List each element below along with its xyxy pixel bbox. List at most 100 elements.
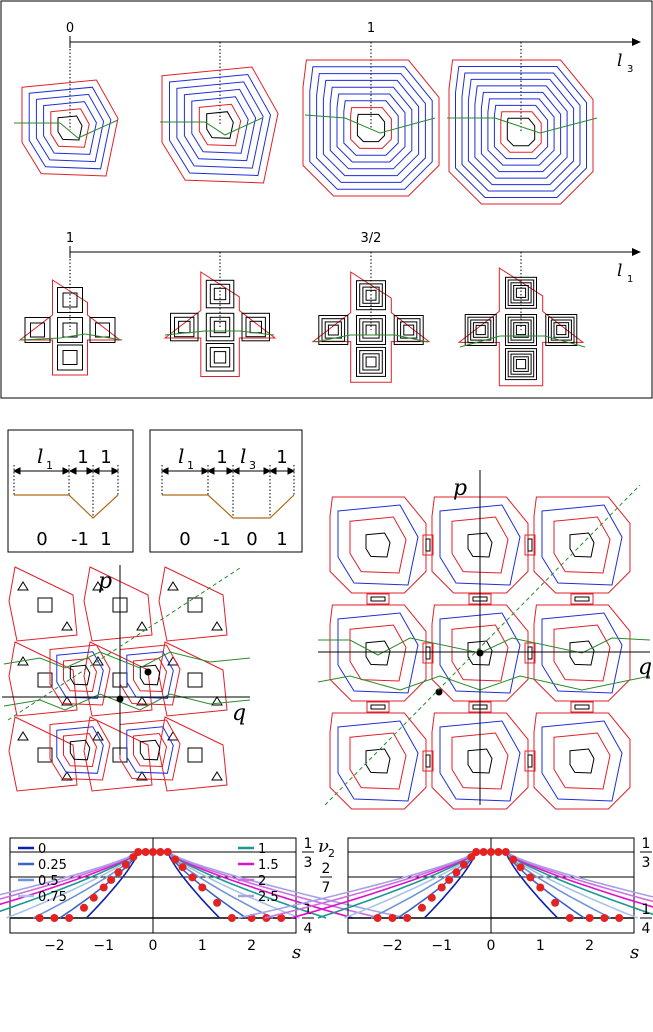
chart2-xtick-4: 2 <box>585 938 594 954</box>
lattice-right-link-h-0-1 <box>367 702 389 712</box>
chart2-point-3 <box>418 904 426 912</box>
l3-shape-1-ring-4 <box>51 109 89 147</box>
chart1-ytick-right-num-0: 1 <box>304 836 313 852</box>
l3-shape-1 <box>22 80 118 176</box>
lattice-right-cell-inner-0-1 <box>350 625 406 681</box>
chart2-point-7 <box>453 868 461 876</box>
chart2-point-15 <box>509 856 517 864</box>
inset-left-seg-1b: 1 <box>100 447 111 468</box>
chart1-point-15 <box>171 856 179 864</box>
axis-l1-arrow <box>632 248 641 256</box>
chart1-legend-label-6: 2 <box>258 874 266 889</box>
l1-shape-1-block-2-0 <box>58 345 83 370</box>
chart1-point-8 <box>122 861 130 869</box>
l1-shape-2-block-2-1 <box>210 348 229 367</box>
l1-shape-4-block-2-3 <box>514 357 529 372</box>
lattice-right-cell-inner-0-2 <box>350 733 406 789</box>
chart1-point-0 <box>36 914 44 922</box>
chart1-point-2 <box>65 914 73 922</box>
chart1-legend-label-7: 2.5 <box>258 890 279 905</box>
chart2-point-6 <box>445 876 453 884</box>
inset-right-val-2: 0 <box>246 529 257 550</box>
lattice-right-link-v-core-1-0 <box>528 539 532 551</box>
inset-left-seg-1a: 1 <box>77 447 88 468</box>
chart2-point-4 <box>428 894 436 902</box>
chart2-xtick-3: 1 <box>536 938 545 954</box>
inset-left-val-0: 0 <box>36 529 47 550</box>
inset-right-seg-l3: l <box>240 444 246 468</box>
chart1-point-1 <box>50 914 58 922</box>
inset-left: l 1 1 1 0 -1 1 <box>8 430 133 552</box>
chart2-ytick-right-den-1: 4 <box>642 921 651 937</box>
chart1-xtick-3: 1 <box>198 938 207 954</box>
chart1-legend-label-4: 1 <box>258 842 266 857</box>
axis-l3-tick-label-0: 0 <box>66 21 74 36</box>
chart2-ytick-left-num: 2 <box>322 861 331 877</box>
inset-left-seg-l: l <box>37 444 43 468</box>
chart2-point-5 <box>438 884 446 892</box>
l1-shape-2-block-2-2 <box>214 352 225 363</box>
lattice-left-tri-a-2-0 <box>168 582 178 590</box>
lattice-left-tri-a-0-2 <box>18 732 28 740</box>
chart1-xtick-4: 2 <box>247 938 256 954</box>
chart2-ytick-right-num-1: 1 <box>642 902 651 918</box>
lattice-right-q-label: q <box>638 655 652 680</box>
chart1-point-11 <box>142 848 150 856</box>
l1-shape-3 <box>313 272 429 382</box>
inset-right-val-0: 0 <box>179 529 190 550</box>
lattice-right-link-h-core-0-0 <box>371 597 385 601</box>
lattice-left-square-2-1 <box>188 673 202 687</box>
inset-left-val-1: -1 <box>71 529 89 550</box>
chart1-point-7 <box>115 868 123 876</box>
l1-shape-3-outline <box>313 272 429 382</box>
lattice-right <box>318 497 650 809</box>
chart2-point-22 <box>600 914 608 922</box>
chart1-legend-label-1: 0.25 <box>38 858 67 873</box>
chart2-point-8 <box>460 861 468 869</box>
inset-right-seg-l1-sub: 1 <box>187 459 194 472</box>
chart-nu1: −2−1012sν127131400.250.50.7511.522.5 <box>0 836 406 963</box>
axis-l3-arrow <box>632 38 641 46</box>
chart2-xtick-2: 0 <box>487 938 496 954</box>
lattice-right-link-v-core-0-0 <box>426 539 430 551</box>
chart1-point-20 <box>228 914 236 922</box>
chart1-ytick-right-den-0: 3 <box>304 855 313 871</box>
lattice-left-p-label: p <box>98 569 112 594</box>
lattice-right-cell-core-2-2 <box>570 749 594 773</box>
l3-shape-1-ring-2 <box>36 94 103 161</box>
chart2-point-1 <box>388 914 396 922</box>
chart2-point-19 <box>551 899 559 907</box>
lattice-left-big-1-ring-0 <box>50 645 110 705</box>
lattice-right-link-h-0-0 <box>367 594 389 604</box>
lattice-right-cell-outer-0-1 <box>330 605 426 701</box>
lattice-right-cell-outer-0-0 <box>330 497 426 593</box>
chart1-point-14 <box>164 848 172 856</box>
chart2-point-21 <box>586 914 594 922</box>
axis-l1-label: l <box>617 261 622 281</box>
lattice-right-cell-core-0-0 <box>366 533 390 557</box>
lattice-right-cell-core-2-0 <box>570 533 594 557</box>
axis-l1-tick-label-0: 1 <box>66 231 74 246</box>
lattice-left <box>4 567 250 791</box>
lattice-left-big-2-ring-0 <box>120 645 180 705</box>
l3-path-4 <box>447 118 597 133</box>
lattice-right-link-v-core-0-1 <box>426 647 430 659</box>
lattice-right-link-v-core-1-1 <box>528 647 532 659</box>
chart1-xtick-0: −2 <box>44 938 65 954</box>
l3-path-3 <box>305 115 435 133</box>
axis-l1-label-sub: 1 <box>627 274 633 285</box>
lattice-right-cell-core-0-1 <box>366 641 390 665</box>
chart1-point-6 <box>107 876 115 884</box>
lattice-left-big-3-ring-2 <box>64 734 97 767</box>
chart2-xtick-0: −2 <box>382 938 403 954</box>
chart2-point-20 <box>566 914 574 922</box>
lattice-right-link-v-core-1-2 <box>528 755 532 767</box>
chart2-ytick-right-den-0: 3 <box>642 855 651 871</box>
axis-l3-tick-label-1: 1 <box>367 21 375 36</box>
inset-right: l 1 1 l 3 1 0 -1 0 1 <box>150 430 302 552</box>
lattice-left-tri-b-2-2 <box>212 772 222 780</box>
chart1-ytick-right-den-1: 4 <box>304 921 313 937</box>
chart1-point-4 <box>90 894 98 902</box>
inset-left-seg-l-sub: 1 <box>46 459 53 472</box>
inset-right-seg-l3-sub: 3 <box>249 459 256 472</box>
